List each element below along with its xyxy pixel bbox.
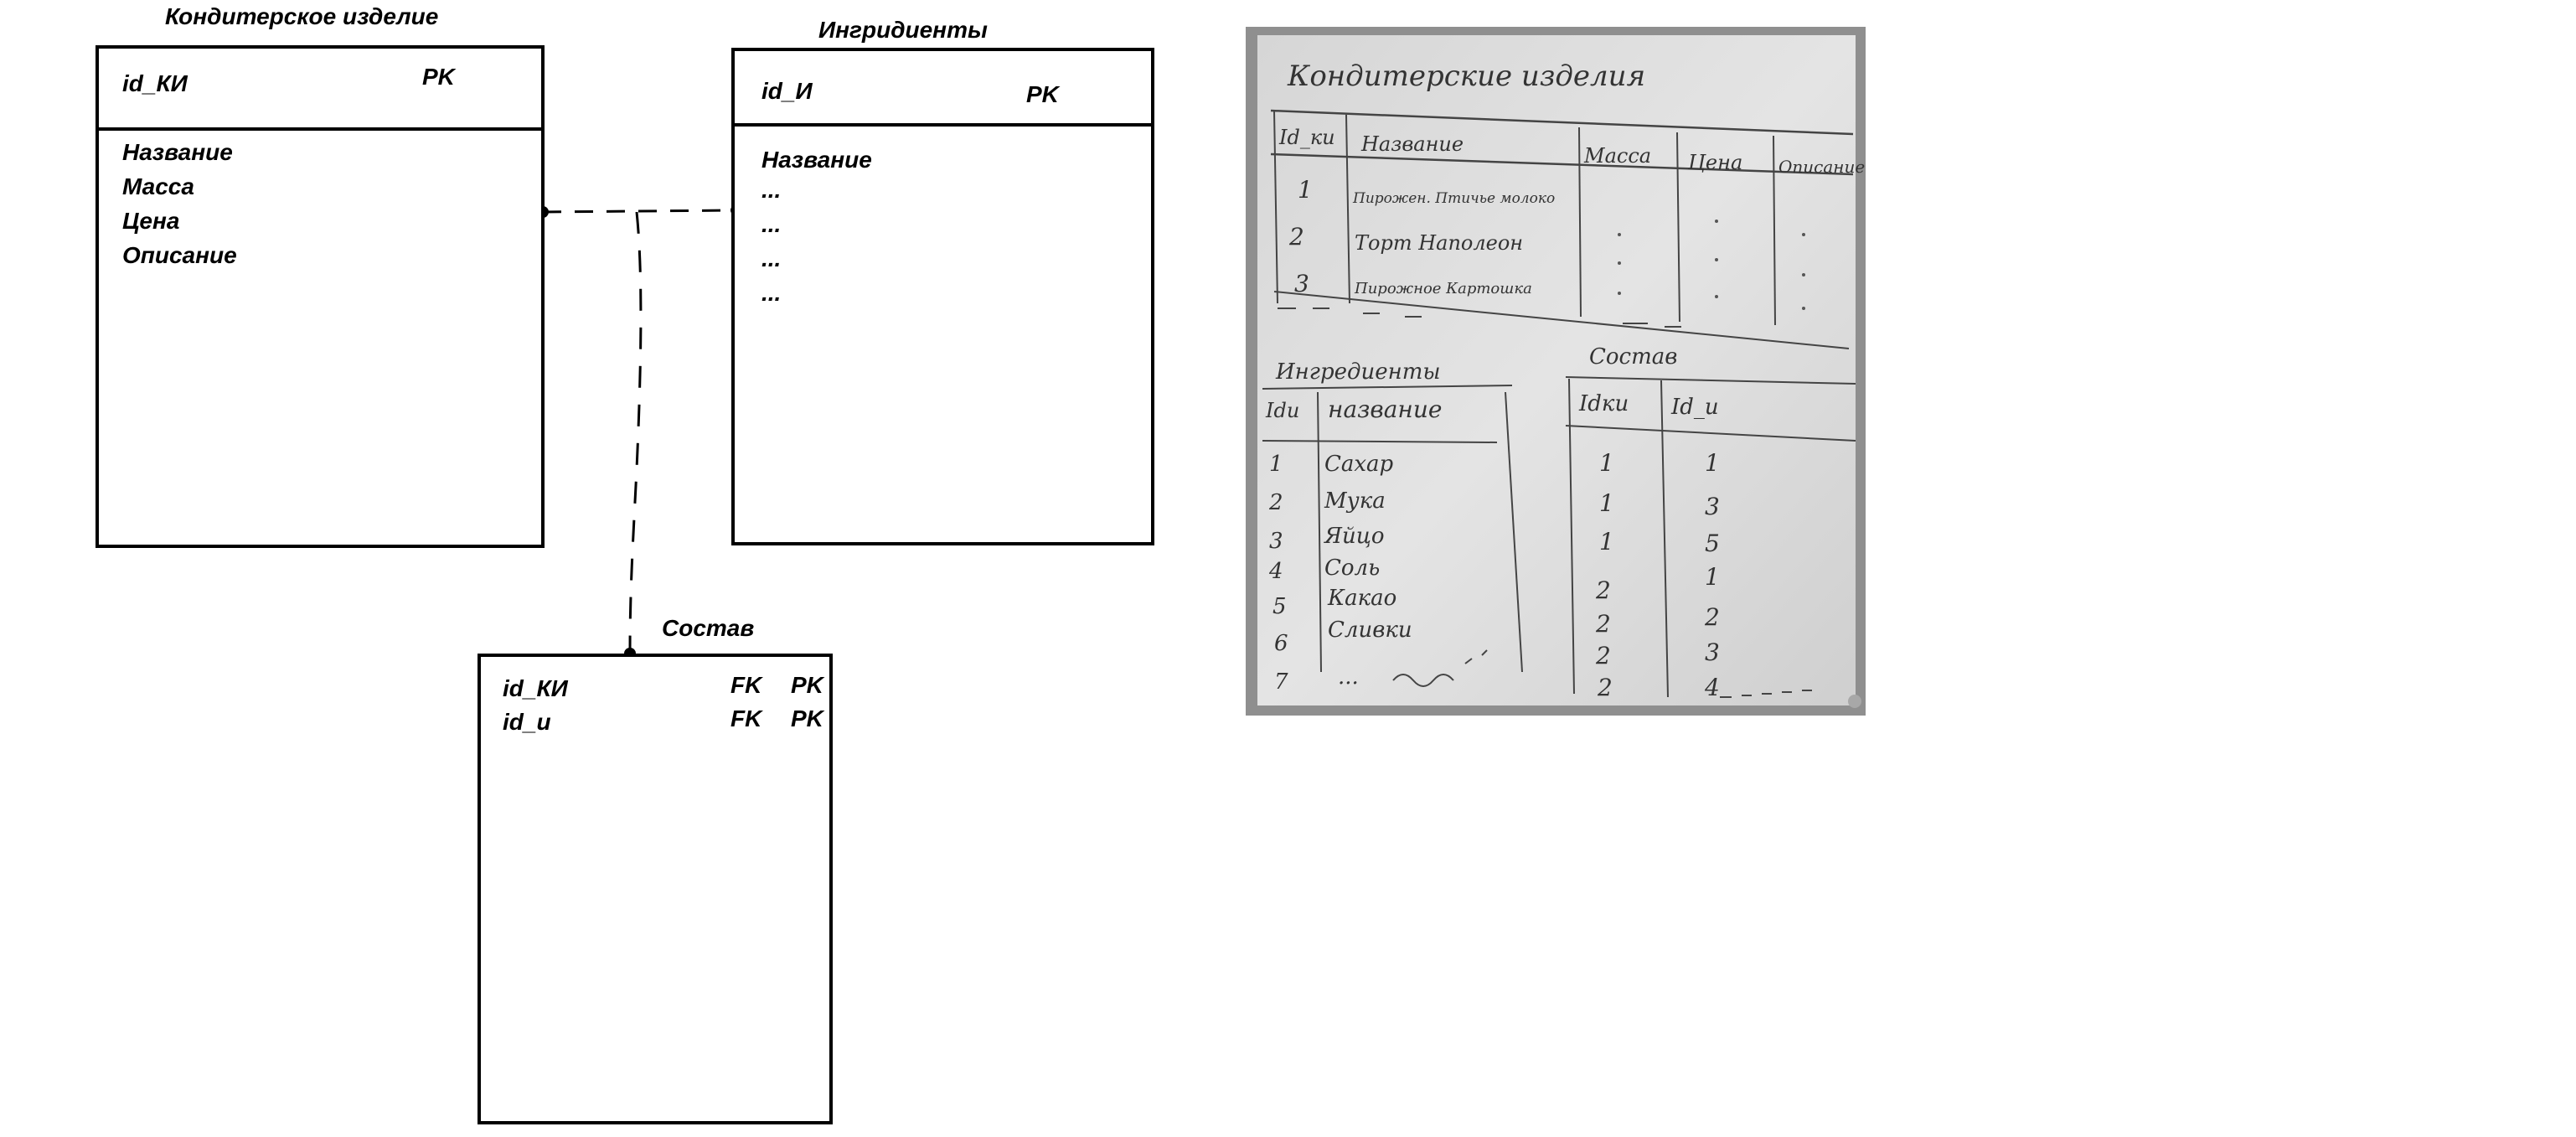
table-line [1270,152,1854,176]
attribute: Название [761,147,872,173]
fk-tag: FK [730,705,762,731]
relationship-line-konditer-ingredients [542,209,736,214]
table-header: Idки [1578,391,1629,416]
entity-sostav[interactable]: id_КИ FK PK id_u FK PK [478,654,833,1124]
dash-marks [1720,690,1812,698]
table-header: Idи [1265,399,1299,422]
attribute: Цена [122,208,180,234]
pk-field: id_И [761,78,813,104]
table-cell: Пирожен. Птичье молоко [1352,190,1555,207]
table-header: название [1328,395,1442,423]
pk-tag: PK [1026,81,1059,107]
table-cell: Соль [1324,556,1380,581]
table-cell: 2 [1597,674,1613,701]
key-field: id_КИ [503,675,568,701]
table-cell: 1 [1599,489,1614,517]
table-cell: 2 [1704,603,1720,631]
table-cell: Пирожное Картошка [1354,280,1532,297]
table-line [1317,391,1322,673]
pk-tag: PK [791,705,823,731]
entity-title-sostav: Состав [662,615,755,641]
table-cell: 4 [1268,559,1283,584]
table-cell: Какао [1327,586,1396,611]
table-cell: 1 [1269,452,1283,477]
board-corner [1848,695,1861,708]
table-line [1578,127,1582,318]
pk-field: id_КИ [122,70,188,96]
table-header: Цена [1687,151,1742,174]
table-cell: ... [1338,664,1359,690]
table-cell: 2 [1268,490,1283,515]
table-cell: Сахар [1324,452,1394,477]
table-cell: 1 [1298,176,1313,204]
table-line [1345,114,1350,304]
ingredients-title: Ингредиенты [1275,359,1441,385]
attribute: Название [122,139,233,165]
entity-title-ingredients: Ингридиенты [818,17,988,43]
table-cell: 2 [1595,576,1611,604]
table-line [1565,376,1856,385]
table-cell: 2 [1288,223,1304,251]
column-dots [1618,220,1805,310]
entity-konditer[interactable]: id_КИ PK Название Масса Цена Описание [96,45,545,548]
relationship-line-to-sostav [628,211,643,653]
entity-divider [735,123,1151,127]
table-cell: 2 [1595,610,1611,638]
table-header: Описание [1778,157,1865,177]
table-cell: 1 [1705,449,1720,477]
whiteboard-surface [1257,35,1856,705]
attribute: ... [761,280,782,306]
table-line [1660,380,1669,698]
entity-divider [99,127,541,131]
table-header: Id_и [1670,395,1719,420]
table-cell: 1 [1599,528,1614,556]
table-cell: 4 [1704,674,1720,701]
key-field: id_u [503,709,551,735]
table-cell: 6 [1274,631,1288,656]
table-line [1773,135,1776,326]
table-line [1273,291,1850,349]
pk-tag: PK [422,64,455,90]
table-cell: 2 [1595,642,1611,669]
table-cell: 3 [1269,529,1283,554]
table-cell: 1 [1599,449,1614,477]
whiteboard-photo: Кондитерские изделия Id_ки Название Масс… [1246,27,1866,716]
wavy-mark [1392,649,1488,687]
table-line [1565,425,1856,442]
table-cell: 3 [1294,270,1309,297]
table-cell: 3 [1705,493,1720,520]
table-line [1262,440,1498,443]
table-cell: 5 [1273,594,1287,619]
table-header: Масса [1583,144,1651,168]
dash-marks [1278,308,1681,328]
pk-tag: PK [791,672,823,698]
attribute: Масса [122,173,194,199]
table-header: Id_ки [1278,126,1335,149]
attribute: ... [761,211,782,237]
table-cell: Мука [1324,488,1386,514]
table-line [1676,132,1680,323]
attribute: ... [761,245,782,271]
fk-tag: FK [730,672,762,698]
attribute: ... [761,177,782,203]
table-line [1505,391,1523,673]
table-cell: Сливки [1328,618,1412,643]
composition-title: Состав [1589,344,1677,370]
entity-ingredients[interactable]: id_И PK Название ... ... ... ... [731,48,1154,545]
table-cell: 7 [1274,669,1288,695]
table-line [1273,110,1278,304]
table-header: Название [1360,132,1464,156]
table-cell: Яйцо [1324,524,1385,549]
entity-title-konditer: Кондитерское изделие [165,3,439,29]
table-cell: Торт Наполеон [1355,231,1523,255]
table-cell: 5 [1705,530,1720,557]
board-heading: Кондитерские изделия [1287,59,1645,93]
table-cell: 3 [1705,638,1720,666]
table-line [1262,385,1513,390]
table-line [1568,378,1575,695]
table-line [1270,109,1854,136]
attribute: Описание [122,242,237,268]
table-cell: 1 [1705,563,1720,591]
